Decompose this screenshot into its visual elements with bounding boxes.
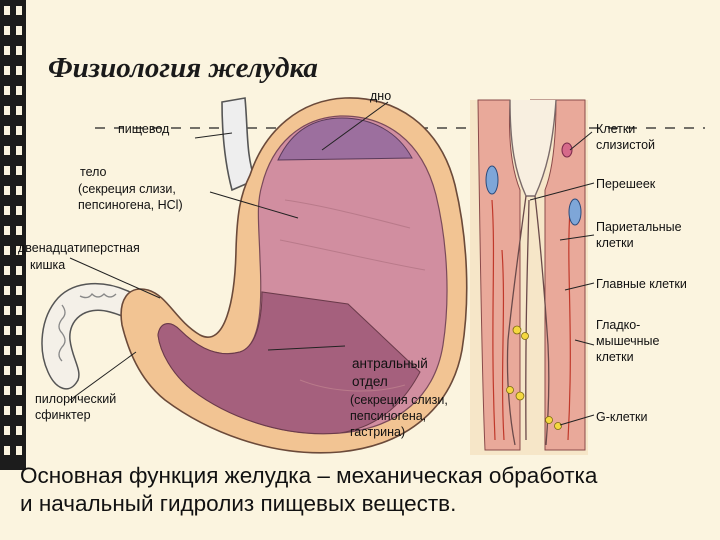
label-parietal-1: Париетальные — [596, 220, 682, 235]
conclusion-line-2: и начальный гидролиз пищевых веществ. — [20, 490, 710, 518]
label-pyloric-1: пилорический — [35, 392, 116, 407]
label-isthmus: Перешеек — [596, 177, 655, 192]
label-esophagus: пищевод — [118, 122, 169, 137]
mucous-cell — [486, 166, 498, 194]
conclusion-text: Основная функция желудка – механическая … — [20, 462, 710, 518]
label-smooth-muscle-2: мышечные — [596, 334, 660, 349]
label-parietal-2: клетки — [596, 236, 634, 251]
label-body: тело — [80, 165, 107, 180]
label-duodenum-1: двенадцатиперстная — [18, 241, 140, 256]
label-body-secretion-1: (секреция слизи, — [78, 182, 176, 197]
label-antral-1: антральный — [352, 355, 428, 372]
label-antral-2: отдел — [352, 373, 388, 390]
label-chief-cells: Главные клетки — [596, 277, 687, 292]
label-mucous-cells-1: Клетки — [596, 122, 635, 137]
label-smooth-muscle-3: клетки — [596, 350, 634, 365]
label-antral-secretion-1: (секреция слизи, — [350, 393, 448, 408]
label-antral-secretion-2: пепсиногена, — [350, 409, 426, 424]
mucous-cell — [569, 199, 581, 225]
label-smooth-muscle-1: Гладко- — [596, 318, 640, 333]
label-antral-secretion-3: гастрина) — [350, 425, 405, 440]
conclusion-line-1: Основная функция желудка – механическая … — [20, 462, 710, 490]
label-fundus: дно — [370, 89, 391, 104]
label-mucous-cells-2: слизистой — [596, 138, 655, 153]
label-pyloric-2: сфинктер — [35, 408, 91, 423]
label-g-cells: G-клетки — [596, 410, 648, 425]
label-duodenum-2: кишка — [30, 258, 65, 273]
label-body-secretion-2: пепсиногена, HCl) — [78, 198, 183, 213]
